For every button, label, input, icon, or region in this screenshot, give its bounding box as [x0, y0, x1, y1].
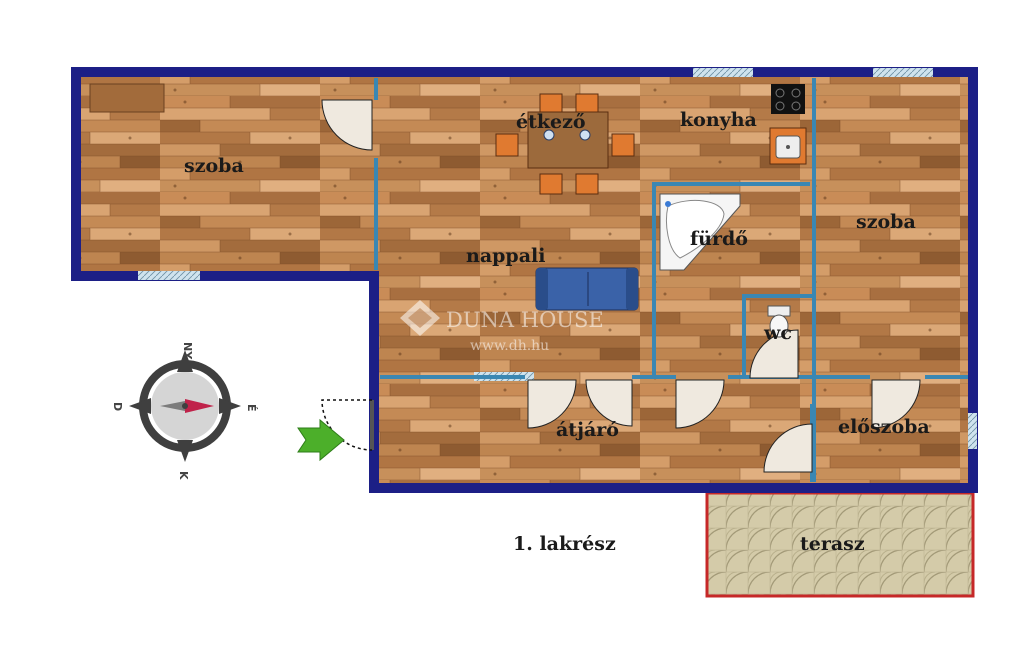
room-label-nappali: nappali: [466, 245, 545, 267]
duna-house-logo-icon: [400, 300, 440, 336]
room-label-wc: wc: [763, 322, 792, 344]
room-label-eloszoba: előszoba: [838, 416, 930, 438]
compass-west-label: D: [111, 402, 124, 411]
sofa-icon: [535, 267, 639, 311]
room-label-furdo: fürdő: [690, 228, 748, 250]
room-label-szoba-left: szoba: [184, 155, 244, 177]
entrance-arrow-icon: [297, 418, 345, 462]
unit-label: 1. lakrész: [513, 533, 616, 555]
compass-icon: NY É K D: [111, 342, 258, 480]
watermark-brand: DUNA HOUSE: [446, 308, 604, 332]
toilet-icon: [767, 305, 791, 338]
room-label-etkezo: étkező: [516, 111, 586, 133]
compass-north-label: NY: [181, 342, 194, 360]
stove-icon: [771, 84, 805, 114]
inner-walls: [374, 78, 968, 482]
room-label-szoba-right: szoba: [856, 211, 916, 233]
room-label-atjaro: átjáró: [556, 419, 619, 441]
room-label-konyha: konyha: [680, 109, 757, 131]
doors: [321, 99, 921, 473]
watermark-url: www.dh.hu: [470, 338, 549, 354]
floor-area: [76, 72, 973, 488]
sink-icon: [769, 127, 807, 165]
compass-south-label: K: [177, 471, 190, 480]
bathtub-icon: [659, 193, 741, 271]
outer-walls: [71, 67, 978, 493]
compass-east-label: É: [245, 404, 258, 412]
wardrobe: [89, 83, 165, 113]
dining-table-icon: [495, 93, 635, 195]
room-label-terasz: terasz: [800, 533, 865, 555]
watermark: DUNA HOUSE www.dh.hu: [400, 300, 604, 354]
